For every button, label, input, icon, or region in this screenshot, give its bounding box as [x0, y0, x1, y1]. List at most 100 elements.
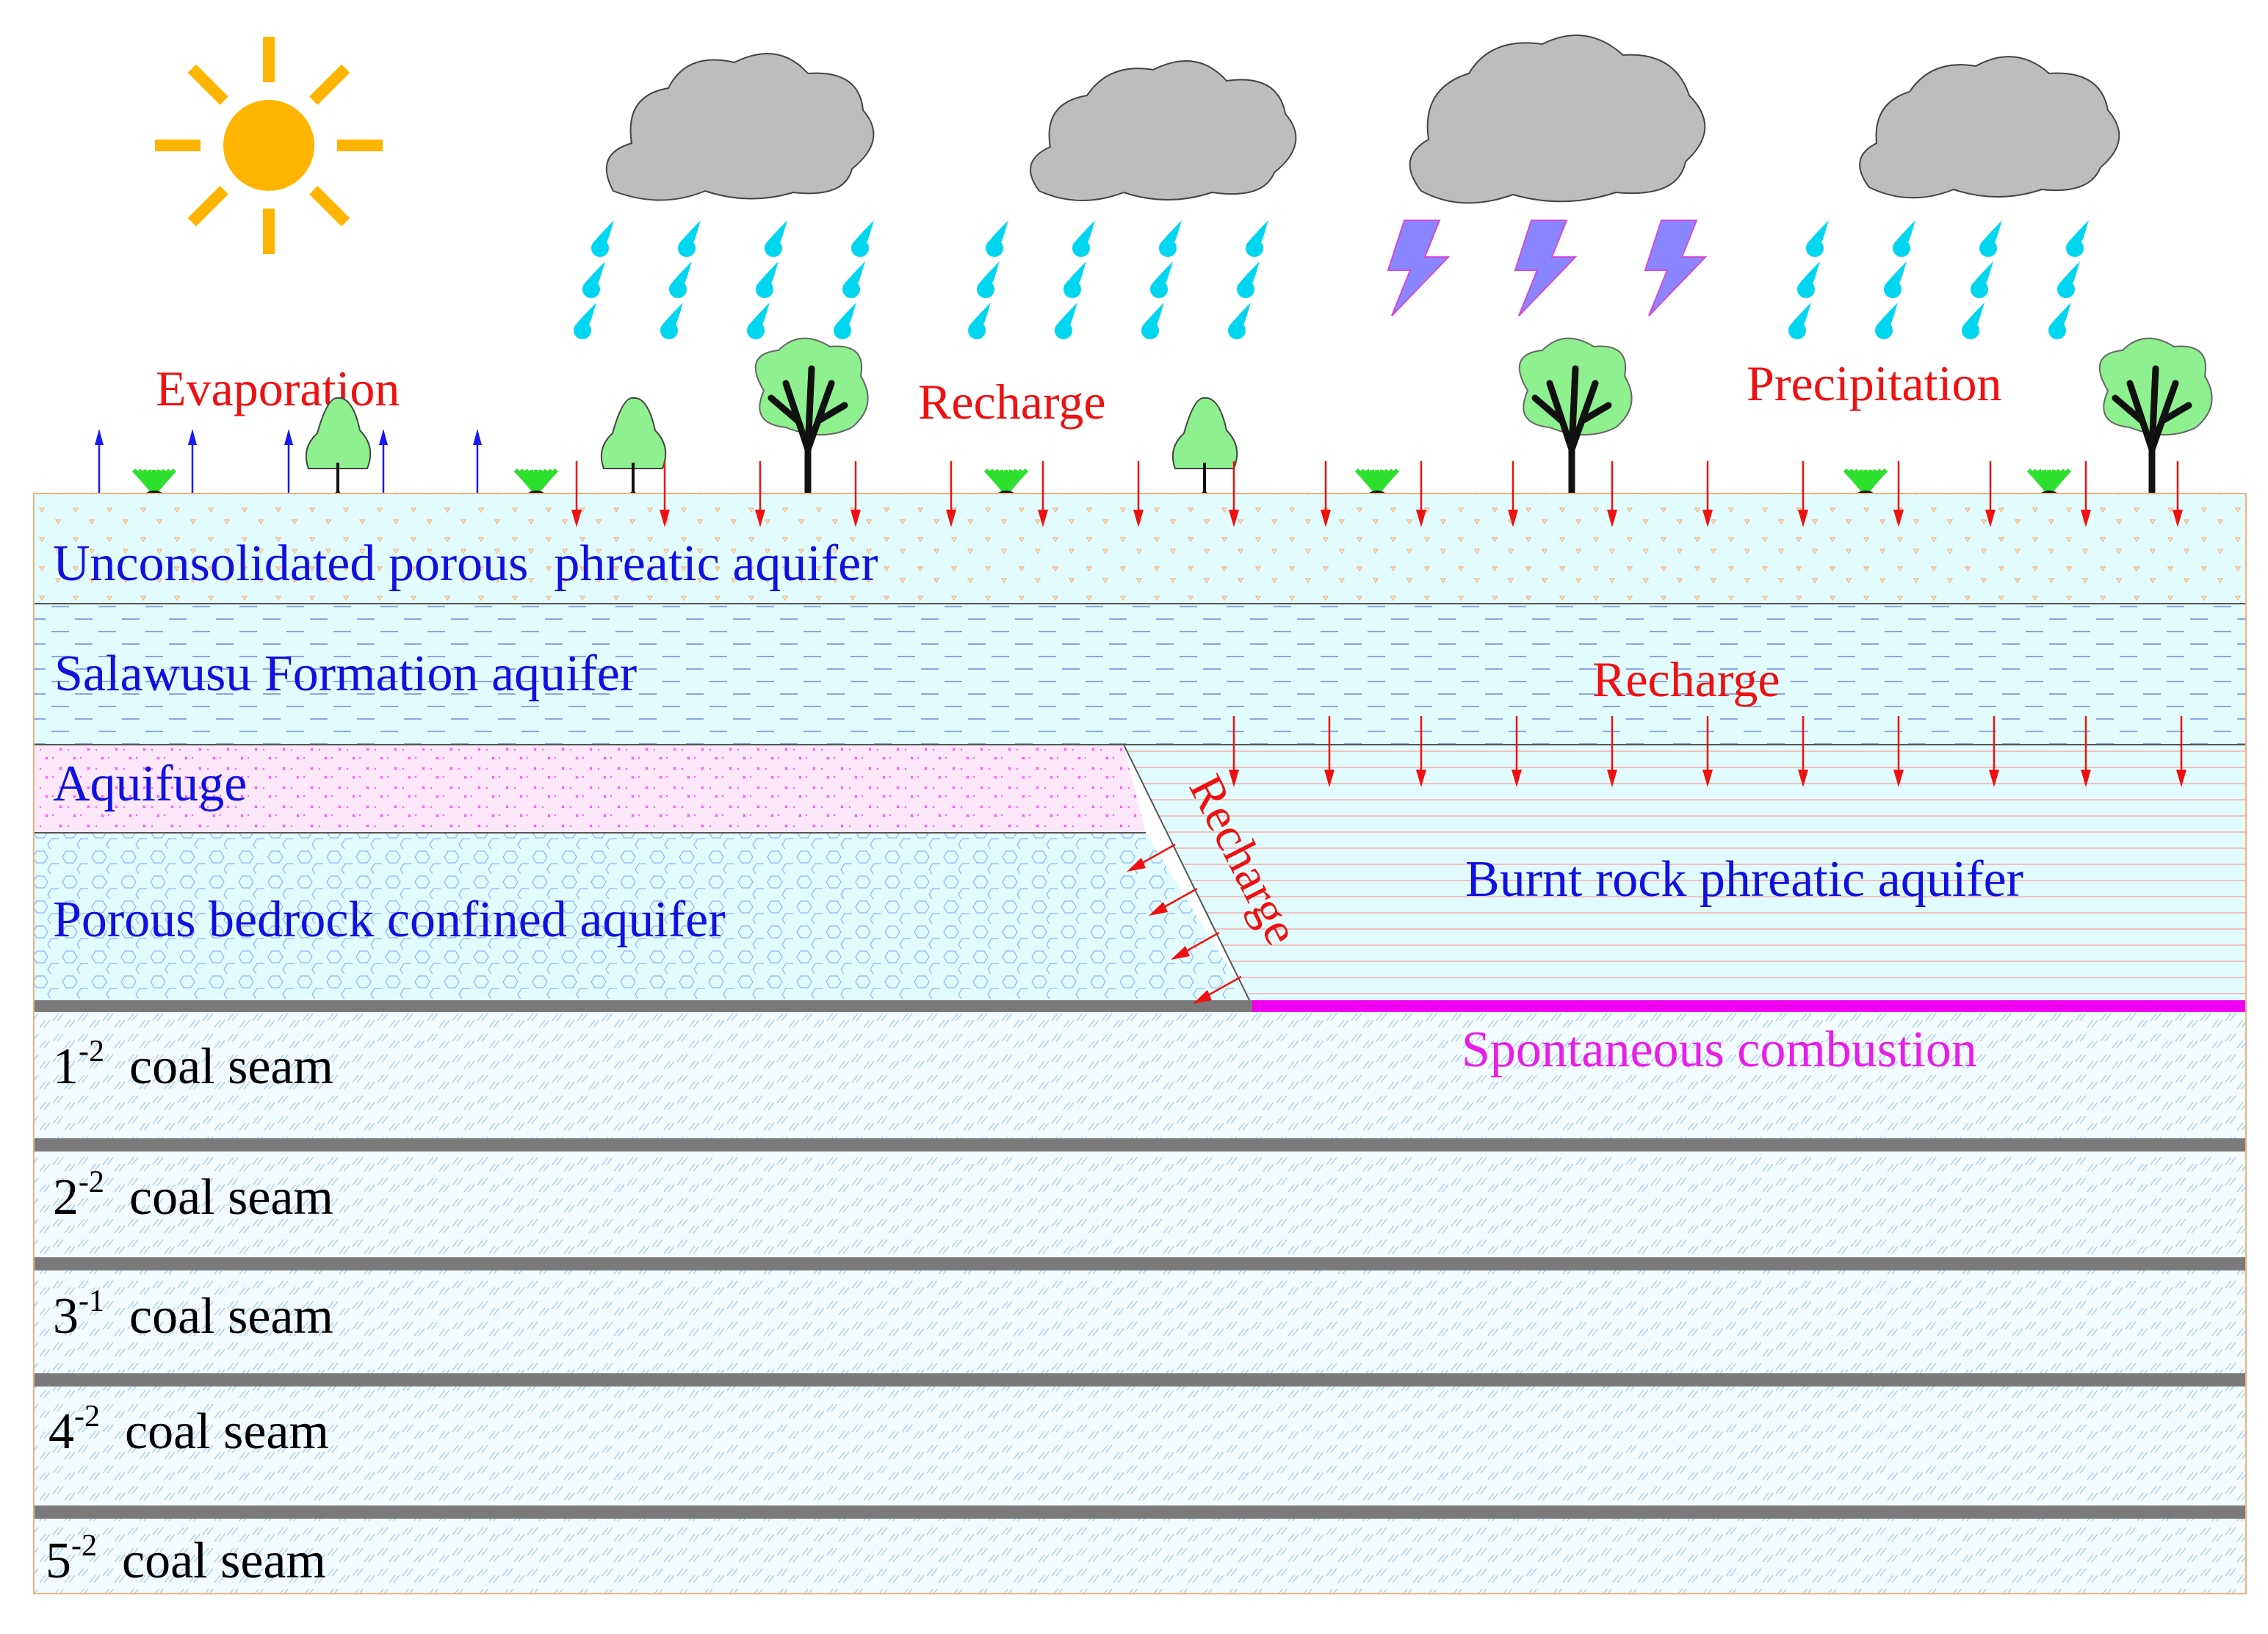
recharge-arrow	[660, 461, 670, 527]
tree-icon	[306, 397, 372, 505]
recharge-arrow	[1607, 461, 1617, 527]
raindrop-icon	[1971, 261, 1993, 298]
recharge-arrow	[1229, 461, 1239, 527]
recharge-arrow	[1229, 716, 1239, 787]
raindrop-icon	[968, 303, 991, 339]
raindrop-icon	[669, 261, 692, 298]
recharge-arrow	[1324, 716, 1335, 787]
raindrop-icon	[977, 261, 1000, 298]
recharge-arrow	[1193, 975, 1242, 1004]
recharge-arrow	[1508, 461, 1518, 527]
raindrop-icon	[765, 220, 787, 257]
recharge-arrow	[571, 461, 582, 527]
recharge-arrow	[1798, 716, 1808, 787]
raindrop-icon	[756, 261, 779, 298]
raindrop-icon	[1237, 261, 1260, 298]
raindrop-icon	[986, 220, 1008, 257]
aquifer-profile	[33, 493, 2247, 1594]
burnt-rock-recharge-arrows	[1229, 716, 2186, 787]
combustion-bar	[1252, 1000, 2246, 1012]
precipitation-label: Precipitation	[1747, 355, 2001, 411]
recharge-arrow	[2173, 461, 2183, 527]
grass-icon	[513, 468, 559, 499]
raindrop-icon	[2057, 261, 2080, 298]
recharge-arrow	[1171, 931, 1220, 960]
raindrop-icon	[1228, 303, 1251, 339]
recharge-arrow	[1149, 887, 1198, 916]
recharge-mid-label: Recharge	[1592, 651, 1780, 707]
recharge-arrow	[1893, 716, 1904, 787]
raindrop-icon	[842, 261, 865, 298]
grass-icon	[2026, 468, 2072, 499]
rain-icon	[1788, 220, 2089, 339]
raindrop-icon	[1962, 303, 1984, 339]
recharge-arrow	[1702, 461, 1713, 527]
raindrop-icon	[1141, 303, 1164, 339]
raindrop-icon	[1797, 261, 1820, 298]
raindrop-icon	[1788, 303, 1811, 339]
recharge-arrow	[1416, 716, 1426, 787]
recharge-arrow	[2081, 716, 2091, 787]
raindrop-icon	[834, 303, 856, 339]
raindrop-icon	[2048, 303, 2071, 339]
spontaneous-combustion-label: Spontaneous combustion	[1462, 1022, 1977, 1078]
evaporation-label: Evaporation	[156, 361, 400, 416]
raindrop-icon	[1072, 220, 1095, 257]
raindrop-icon	[1063, 261, 1086, 298]
recharge-arrow	[1512, 716, 1522, 787]
evaporation-arrow	[95, 429, 104, 503]
tree-icon	[1518, 337, 1633, 529]
raindrop-icon	[1979, 220, 2002, 257]
rain-icon	[968, 220, 1268, 339]
tree-icon	[1172, 397, 1238, 505]
tree-icon	[601, 397, 667, 505]
recharge-arrow	[1321, 461, 1331, 527]
cloud-icon	[605, 53, 875, 201]
recharge-arrow	[1607, 716, 1617, 787]
grass-icon	[1843, 468, 1888, 499]
evaporation-arrows	[95, 429, 482, 503]
raindrop-icon	[1875, 303, 1898, 339]
recharge-arrow	[1038, 461, 1048, 527]
raindrop-icon	[591, 220, 614, 257]
evaporation-arrow	[188, 429, 197, 503]
surface-recharge-arrows	[571, 461, 2183, 527]
recharge-arrow	[1127, 843, 1176, 872]
raindrop-icon	[1150, 261, 1173, 298]
recharge-arrow	[1798, 461, 1808, 527]
coal-seam-bar	[34, 1138, 2246, 1152]
recharge-arrow	[850, 461, 861, 527]
coal-seam-bar	[34, 1000, 1253, 1012]
raindrop-icon	[1806, 220, 1829, 257]
lightning-icon	[1387, 220, 1708, 317]
evaporation-arrow	[379, 429, 388, 503]
raindrop-icon	[1246, 220, 1268, 257]
evaporation-arrow	[473, 429, 482, 503]
salawusu-aquifer-label: Salawusu Formation aquifer	[54, 646, 637, 702]
raindrop-icon	[2065, 220, 2089, 257]
recharge-top-label: Recharge	[918, 374, 1106, 430]
recharge-arrow	[1416, 461, 1426, 527]
porous-bedrock-aquifer-label: Porous bedrock confined aquifer	[53, 892, 726, 948]
raindrop-icon	[573, 303, 596, 339]
raindrop-icon	[851, 220, 874, 257]
rain-icon	[573, 220, 874, 339]
recharge-arrow	[1989, 716, 1999, 787]
cloud-icon	[1859, 56, 2120, 199]
recharge-arrow	[1893, 461, 1904, 527]
raindrop-icon	[1055, 303, 1077, 339]
recharge-arrow	[755, 461, 765, 527]
sun-icon	[155, 37, 383, 254]
raindrop-icon	[678, 220, 701, 257]
coal-seam-bar	[34, 1505, 2246, 1519]
recharge-arrow	[1133, 461, 1144, 527]
lateral-recharge-arrows	[1127, 843, 1242, 1004]
evaporation-arrow	[284, 429, 293, 503]
raindrop-icon	[1893, 220, 1915, 257]
aquifuge-label: Aquifuge	[53, 756, 247, 812]
cloud-icon	[1030, 60, 1297, 201]
coal-seam-bar	[34, 1373, 2246, 1387]
